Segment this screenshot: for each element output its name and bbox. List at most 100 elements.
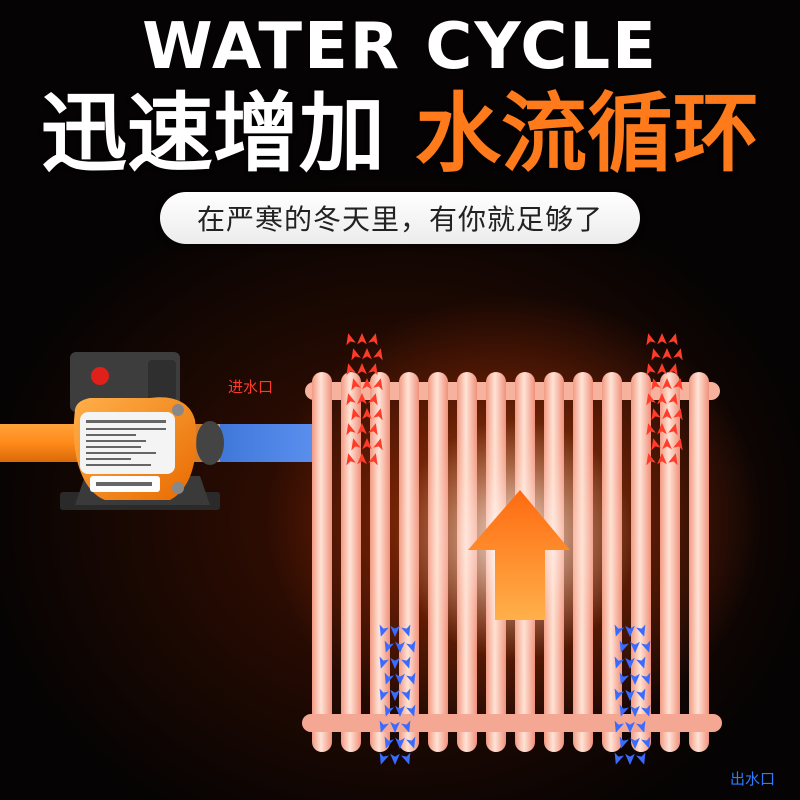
hot-flow-arrow-icon [346, 363, 356, 376]
hot-flow-arrow-icon [357, 393, 367, 405]
radiator-fin [341, 372, 361, 752]
hot-flow-arrow-icon [646, 363, 656, 376]
cold-flow-arrow-icon [625, 657, 635, 669]
hot-flow-arrow-icon [373, 348, 383, 361]
outlet-label: 出水口 [730, 770, 776, 788]
cold-flow-arrow-icon [395, 737, 405, 749]
cold-flow-arrow-icon [406, 672, 416, 685]
chinese-title-part1: 迅速增加 [41, 84, 385, 184]
hot-flow-arrow-icon [646, 393, 656, 406]
hot-flow-arrow-icon [357, 363, 367, 375]
hot-flow-arrow-icon [346, 423, 356, 436]
hot-flow-arrow-icon [651, 348, 661, 361]
cold-flow-arrow-icon [614, 720, 624, 733]
hot-flow-arrow-icon [357, 333, 367, 345]
hot-flow-arrow-icon [646, 333, 656, 346]
cold-flow-arrow-icon [636, 624, 646, 637]
cold-flow-arrow-icon [379, 752, 389, 765]
hot-flow-arrow-icon [651, 438, 661, 451]
english-title: WATER CYCLE [142, 10, 658, 84]
cold-flow-arrow-icon [406, 736, 416, 749]
hot-flow-arrow-icon [346, 333, 356, 346]
hot-flow-arrow-icon [657, 393, 667, 405]
cold-flow-arrow-icon [630, 705, 640, 717]
hot-flow-arrow-icon [357, 423, 367, 435]
cold-flow-arrow-icon [641, 640, 651, 653]
hot-flow-arrow-icon [373, 438, 383, 451]
cold-flow-arrow-icon [384, 704, 394, 717]
hot-flow-arrow-icon [362, 348, 372, 360]
cold-flow-arrow-icon [390, 625, 400, 637]
hot-flow-arrow-icon [657, 423, 667, 435]
inlet-label: 进水口 [228, 378, 274, 396]
radiator-fin [689, 372, 709, 752]
cold-flow-arrow-icon [625, 753, 635, 765]
radiator-fin [631, 372, 651, 752]
hot-flow-arrow-icon [646, 423, 656, 436]
blue-arrow-icon [379, 624, 651, 765]
hot-flow-arrow-icon [673, 438, 683, 451]
hot-flow-arrow-icon [362, 378, 372, 390]
radiator-fin [312, 372, 332, 752]
hot-flow-arrow-icon [668, 453, 678, 466]
cold-flow-arrow-icon [384, 736, 394, 749]
hot-flow-arrow-icon [651, 408, 661, 421]
hot-flow-arrow-icon [646, 453, 656, 466]
cold-flow-arrow-icon [401, 624, 411, 637]
big-up-arrow-icon [468, 490, 570, 620]
pump-red-cap [91, 367, 109, 385]
cold-flow-arrow-icon [401, 656, 411, 669]
cold-flow-arrow-icon [379, 688, 389, 701]
cold-flow-arrow-icon [614, 688, 624, 701]
cold-flow-arrow-icon [625, 625, 635, 637]
hot-flow-arrow-icon [368, 333, 378, 346]
radiator-fin [370, 372, 390, 752]
cold-flow-arrow-icon [619, 640, 629, 653]
cold-flow-arrow-icon [390, 689, 400, 701]
cold-flow-arrow-icon [379, 656, 389, 669]
hot-flow-arrow-icon [668, 363, 678, 376]
cold-flow-arrow-icon [636, 688, 646, 701]
cold-flow-arrow-icon [401, 752, 411, 765]
hot-flow-arrow-icon [668, 333, 678, 346]
hot-flow-arrow-icon [346, 393, 356, 406]
cold-flow-arrow-icon [401, 720, 411, 733]
cold-flow-arrow-icon [636, 656, 646, 669]
cold-flow-arrow-icon [614, 656, 624, 669]
hot-flow-arrow-icon [362, 438, 372, 450]
hot-flow-arrow-icon [673, 378, 683, 391]
radiator-bottom-header [302, 714, 722, 732]
cold-flow-arrow-icon [636, 752, 646, 765]
cold-flow-arrow-icon [625, 721, 635, 733]
cold-flow-arrow-icon [619, 672, 629, 685]
cold-flow-arrow-icon [641, 704, 651, 717]
hot-flow-arrow-icon [362, 408, 372, 420]
cold-flow-arrow-icon [379, 624, 389, 637]
hot-flow-arrow-icon [662, 408, 672, 420]
cold-flow-arrow-icon [384, 672, 394, 685]
cold-flow-arrow-icon [395, 705, 405, 717]
hot-flow-arrow-icon [351, 438, 361, 451]
slogan-pill: 在严寒的冬天里，有你就足够了 [160, 192, 640, 244]
cold-flow-arrow-icon [384, 640, 394, 653]
cold-flow-arrow-icon [379, 720, 389, 733]
cold-flow-arrow-icon [630, 673, 640, 685]
cold-flow-arrow-icon [614, 752, 624, 765]
hot-flow-arrow-icon [657, 363, 667, 375]
hot-flow-arrow-icon [662, 438, 672, 450]
hot-flow-arrow-icon [668, 393, 678, 406]
hot-flow-arrow-icon [651, 378, 661, 391]
red-arrow-icon [346, 333, 683, 466]
cold-flow-arrow-icon [395, 641, 405, 653]
cold-flow-arrow-icon [641, 736, 651, 749]
hot-flow-arrow-icon [657, 453, 667, 465]
hot-flow-arrow-icon [668, 423, 678, 436]
hot-flow-arrow-icon [346, 453, 356, 466]
cold-flow-arrow-icon [614, 624, 624, 637]
cold-flow-arrow-icon [401, 688, 411, 701]
hot-flow-arrow-icon [673, 348, 683, 361]
chinese-title-part2: 水流循环 [415, 84, 759, 184]
hot-flow-arrow-icon [368, 393, 378, 406]
cold-flow-arrow-icon [390, 657, 400, 669]
